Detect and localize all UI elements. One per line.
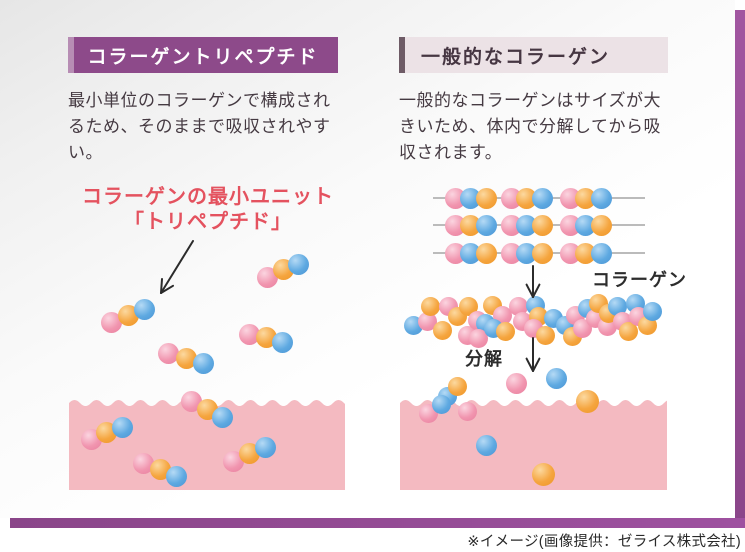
arrow-down-icon <box>525 337 541 372</box>
left-panel-header: コラーゲントリペプチド <box>68 37 338 73</box>
arrow-down-icon <box>160 240 194 294</box>
left-header-accent-bar <box>68 37 74 73</box>
image-credit-caption: ※イメージ(画像提供：ゼライス株式会社) <box>467 534 741 550</box>
frame-bottom-bar <box>10 518 745 528</box>
frame-right-bar <box>735 10 745 528</box>
left-header-label: コラーゲントリペプチド <box>87 46 319 68</box>
right-header-label: 一般的なコラーゲン <box>421 46 611 68</box>
tripeptide-callout: コラーゲンの最小ユニット 「トリペプチド」 <box>82 186 334 233</box>
collagen-label: コラーゲン <box>592 270 687 290</box>
left-panel-description: 最小単位のコラーゲンで構成され るため、そのままで吸収されやす い。 <box>68 91 331 162</box>
right-header-accent-bar <box>399 37 405 73</box>
right-panel-header: 一般的なコラーゲン <box>399 37 668 73</box>
breakdown-label: 分解 <box>465 349 503 369</box>
right-panel-description: 一般的なコラーゲンはサイズが大 きいため、体内で分解してから吸 収されます。 <box>399 91 661 162</box>
arrow-down-icon <box>525 265 541 298</box>
